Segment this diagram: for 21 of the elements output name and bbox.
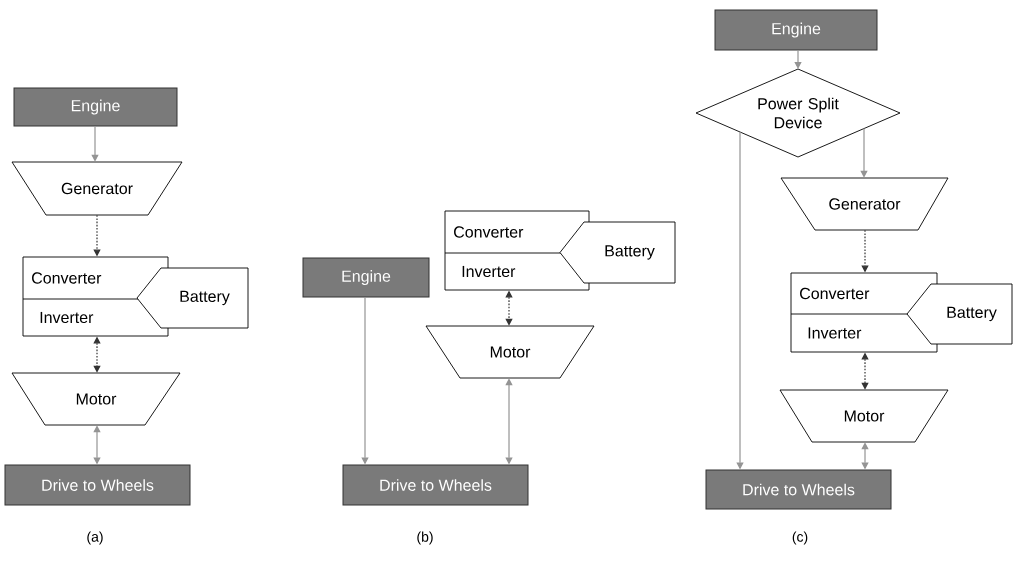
component-box: Drive to Wheels	[342, 464, 529, 506]
trapezoid-block: Generator	[780, 177, 949, 231]
trapezoid-block: Motor	[779, 389, 949, 443]
panel-label: (b)	[417, 531, 433, 545]
component-box: Drive to Wheels	[4, 464, 191, 506]
trapezoid-block: Motor	[425, 325, 595, 379]
panel-label: (a)	[87, 531, 103, 545]
battery-block: Battery	[136, 267, 249, 329]
component-box: Engine	[302, 257, 430, 298]
arrow	[794, 49, 802, 69]
trapezoid-block: Generator	[11, 161, 183, 216]
trapezoid-block: Motor	[11, 372, 181, 426]
battery-block: Battery	[559, 221, 676, 284]
arrow	[860, 127, 868, 178]
component-box: Engine	[714, 9, 878, 51]
arrow	[91, 125, 99, 162]
panel-label: (c)	[792, 531, 808, 545]
component-box: Engine	[13, 87, 178, 127]
battery-block: Battery	[906, 283, 1013, 345]
component-box: Drive to Wheels	[705, 469, 892, 510]
node-label: Battery	[947, 306, 997, 322]
